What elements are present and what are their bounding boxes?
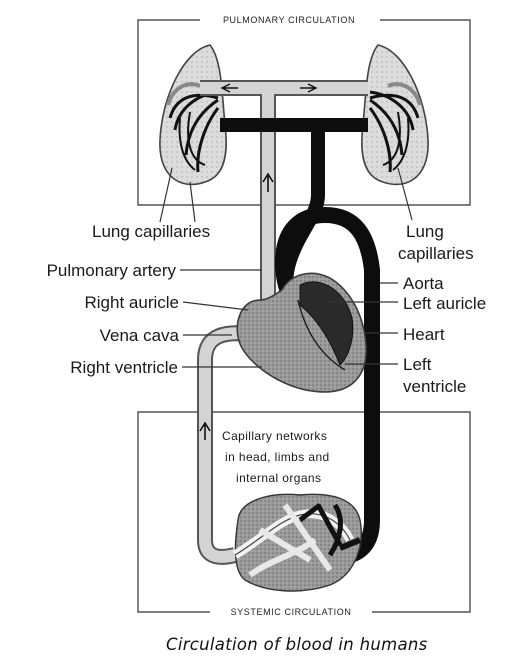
heart — [237, 273, 366, 392]
lung-capillaries-right-label-line-2: capillaries — [398, 244, 474, 263]
right-lung — [362, 45, 428, 184]
figure-caption: Circulation of blood in humans — [166, 635, 428, 654]
vena-cava-label: Vena cava — [100, 326, 180, 345]
capillary-note-line-3: internal organs — [236, 471, 321, 485]
capillary-note: Capillary networks in head, limbs and in… — [222, 429, 330, 485]
aorta-label: Aorta — [403, 274, 444, 293]
right-ventricle-label: Right ventricle — [70, 358, 178, 377]
left-ventricle-label-line-2: ventricle — [403, 377, 466, 396]
right-auricle-leader — [183, 302, 248, 310]
right-auricle-label: Right auricle — [85, 293, 180, 312]
heart-label: Heart — [403, 325, 445, 344]
pulmonary-artery-label: Pulmonary artery — [47, 261, 177, 280]
systemic-capillary-network — [235, 494, 361, 591]
left-ventricle-label-line-1: Left — [403, 355, 432, 374]
capillary-note-line-1: Capillary networks — [222, 429, 327, 443]
left-lung — [160, 45, 226, 184]
capillary-note-line-2: in head, limbs and — [225, 450, 330, 464]
lung-capillaries-left-label: Lung capillaries — [92, 222, 210, 241]
pulmonary-box-title: PULMONARY CIRCULATION — [223, 15, 355, 25]
systemic-box-title: SYSTEMIC CIRCULATION — [231, 607, 352, 617]
left-auricle-label: Left auricle — [403, 294, 486, 313]
lung-capillaries-right-label-line-1: Lung — [406, 222, 444, 241]
